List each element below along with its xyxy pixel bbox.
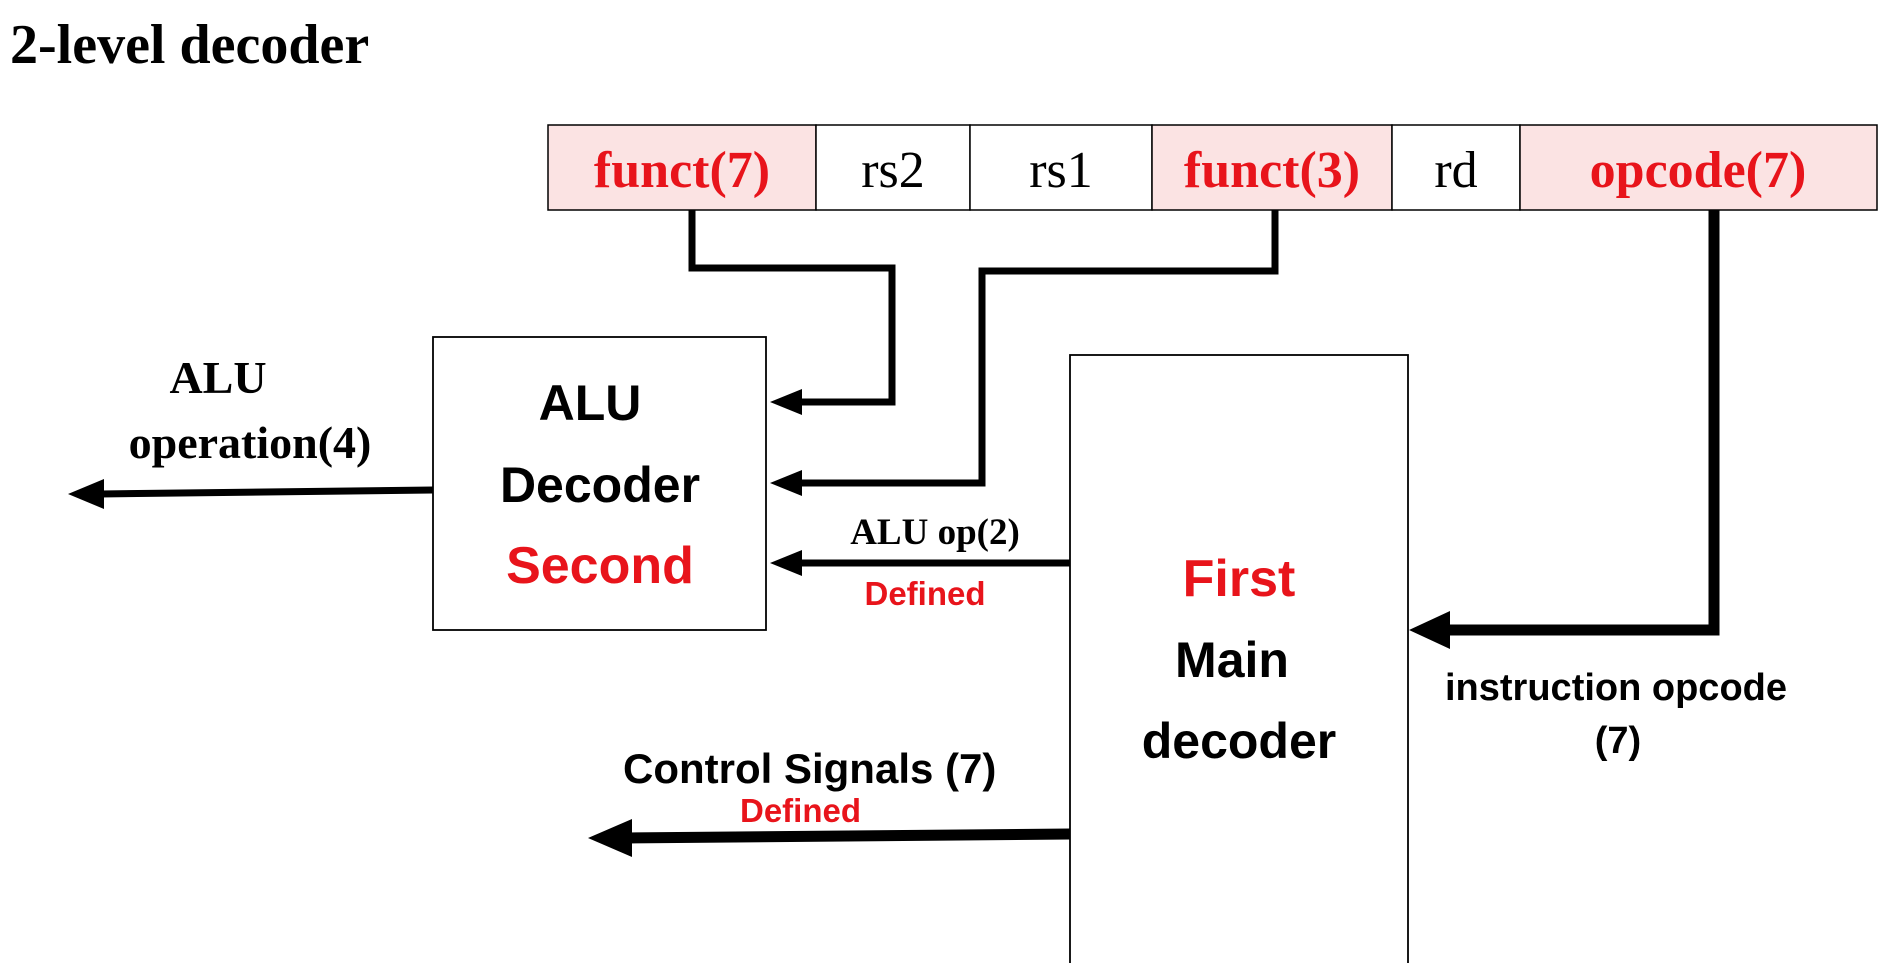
alu-operation-label-line2: operation(4) — [129, 417, 372, 468]
alu-decoder-line3: Second — [506, 537, 694, 595]
field-rs2: rs2 — [861, 142, 925, 199]
alu-decoder-block: ALU Decoder Second — [432, 336, 767, 631]
wire-funct3 — [795, 210, 1279, 487]
field-box-funct3 — [1151, 124, 1393, 211]
alu-op-note: Defined — [864, 575, 985, 612]
alu-decoder-box — [432, 336, 767, 631]
instruction-opcode-label-line1: instruction opcode — [1445, 667, 1787, 709]
arrowhead-alu-operation — [68, 479, 104, 509]
arrowhead-funct3 — [770, 470, 802, 496]
arrowhead-funct7 — [770, 389, 802, 415]
field-funct3: funct(3) — [1184, 142, 1360, 199]
instruction-format: funct(7) rs2 rs1 funct(3) rd opcode(7) — [547, 124, 1878, 211]
main-decoder-line1: First — [1183, 550, 1296, 608]
page-title: 2-level decoder — [10, 14, 369, 76]
main-decoder-block: First Main decoder — [1069, 354, 1409, 963]
field-box-rs2 — [815, 124, 971, 211]
signal-labels: ALU operation(4) ALU op(2) Defined Contr… — [129, 352, 1787, 829]
alu-decoder-line2: Decoder — [500, 457, 700, 513]
control-signals-label: Control Signals (7) — [623, 745, 996, 792]
field-box-rd — [1391, 124, 1521, 211]
wire-funct7 — [688, 210, 896, 406]
alu-operation-label-line1: ALU — [169, 352, 266, 403]
field-rs1: rs1 — [1029, 142, 1093, 199]
arrowhead-control-signals — [588, 819, 632, 857]
field-box-opcode — [1519, 124, 1878, 211]
main-decoder-line2: Main — [1175, 632, 1289, 688]
wire-control-signals — [627, 828, 1071, 844]
field-rd: rd — [1434, 142, 1477, 199]
wire-opcode — [1445, 210, 1720, 636]
instruction-opcode-label-line2: (7) — [1595, 720, 1641, 762]
alu-decoder-line1: ALU — [539, 375, 642, 431]
wires — [68, 210, 1720, 857]
arrowhead-alu-op — [770, 550, 802, 576]
main-decoder-box — [1069, 354, 1409, 963]
field-box-rs1 — [969, 124, 1153, 211]
field-box-funct7 — [547, 124, 817, 211]
main-decoder-line3: decoder — [1142, 713, 1337, 769]
field-funct7: funct(7) — [594, 142, 770, 199]
wire-alu-operation — [99, 486, 434, 498]
arrowhead-opcode — [1409, 611, 1450, 649]
control-signals-note: Defined — [740, 792, 861, 829]
alu-op-label: ALU op(2) — [850, 512, 1020, 553]
field-opcode: opcode(7) — [1590, 142, 1807, 199]
